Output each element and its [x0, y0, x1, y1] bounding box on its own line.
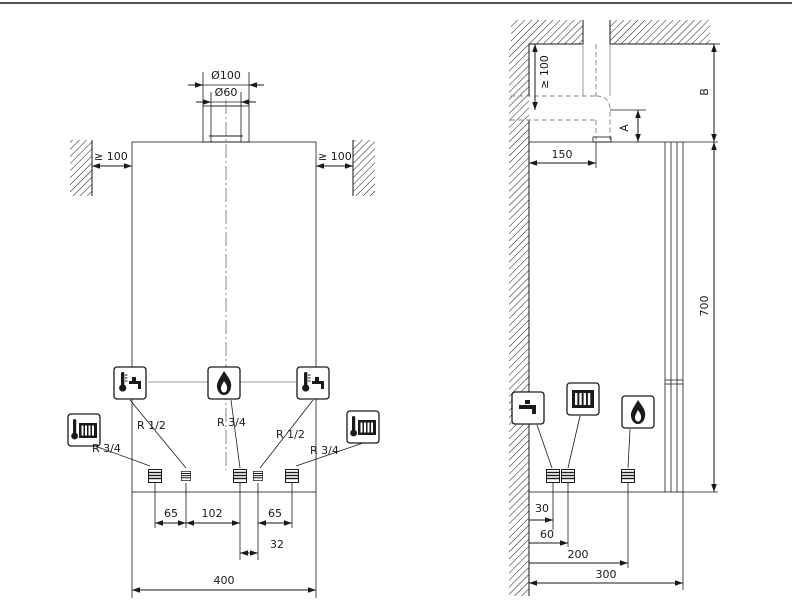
fitting-heating-flow [148, 469, 162, 483]
dim-65-right: 65 [268, 507, 282, 520]
dim-700-height: 700 [698, 296, 711, 317]
flue-outer-diameter-label: Ø100 [211, 69, 241, 82]
dim-65-left: 65 [164, 507, 178, 520]
fitting-side-gas [621, 469, 635, 483]
fitting-cw-in [253, 470, 263, 482]
left-wall-hatch [70, 140, 92, 196]
fitting-side-heating [561, 469, 575, 483]
side-view: ≥ 100 A B 150 700 [509, 20, 720, 596]
connection-label-heating-left: R 3/4 [92, 442, 121, 455]
wall-hatch [509, 44, 529, 596]
dim-200: 200 [568, 548, 589, 561]
connection-label-gas: R 3/4 [217, 416, 246, 429]
connection-label-hw-left: R 1/2 [137, 419, 166, 432]
connection-label-hw-right: R 1/2 [276, 428, 305, 441]
heating-icon-right [346, 410, 380, 444]
fitting-gas [233, 469, 247, 483]
front-view: Ø100 Ø60 ≥ 100 ≥ 100 R 1/2 R 3/4 R 3/4 R… [67, 69, 380, 598]
hot-water-icon-side [511, 391, 545, 425]
dim-102: 102 [202, 507, 223, 520]
dim-32: 32 [270, 538, 284, 551]
hot-water-icon-right [296, 366, 330, 400]
hot-water-icon-left [113, 366, 147, 400]
boiler-side-outline [528, 141, 684, 493]
clearance-left-label: ≥ 100 [94, 150, 128, 163]
fitting-hw-out [181, 470, 191, 482]
gas-flame-icon [207, 366, 241, 400]
dim-a-label: A [618, 124, 631, 132]
clearance-top-label: ≥ 100 [538, 55, 551, 89]
connection-label-heating-right: R 3/4 [310, 444, 339, 457]
dim-150: 150 [552, 148, 573, 161]
dim-60: 60 [540, 528, 554, 541]
fitting-side-hw [546, 469, 560, 483]
radiator-heating-icon-side [566, 382, 600, 416]
dim-300-depth: 300 [596, 568, 617, 581]
clearance-right-label: ≥ 100 [318, 150, 352, 163]
flue-inner-diameter-label: Ø60 [215, 86, 238, 99]
dim-30: 30 [535, 502, 549, 515]
fitting-heating-return [285, 469, 299, 483]
ceiling-hatch-left [511, 20, 583, 44]
gas-flame-icon-side [621, 395, 655, 429]
ceiling-hatch-right [610, 20, 710, 44]
dim-b-label: B [698, 88, 711, 96]
right-wall-hatch [353, 140, 375, 196]
dim-400-width: 400 [214, 574, 235, 587]
